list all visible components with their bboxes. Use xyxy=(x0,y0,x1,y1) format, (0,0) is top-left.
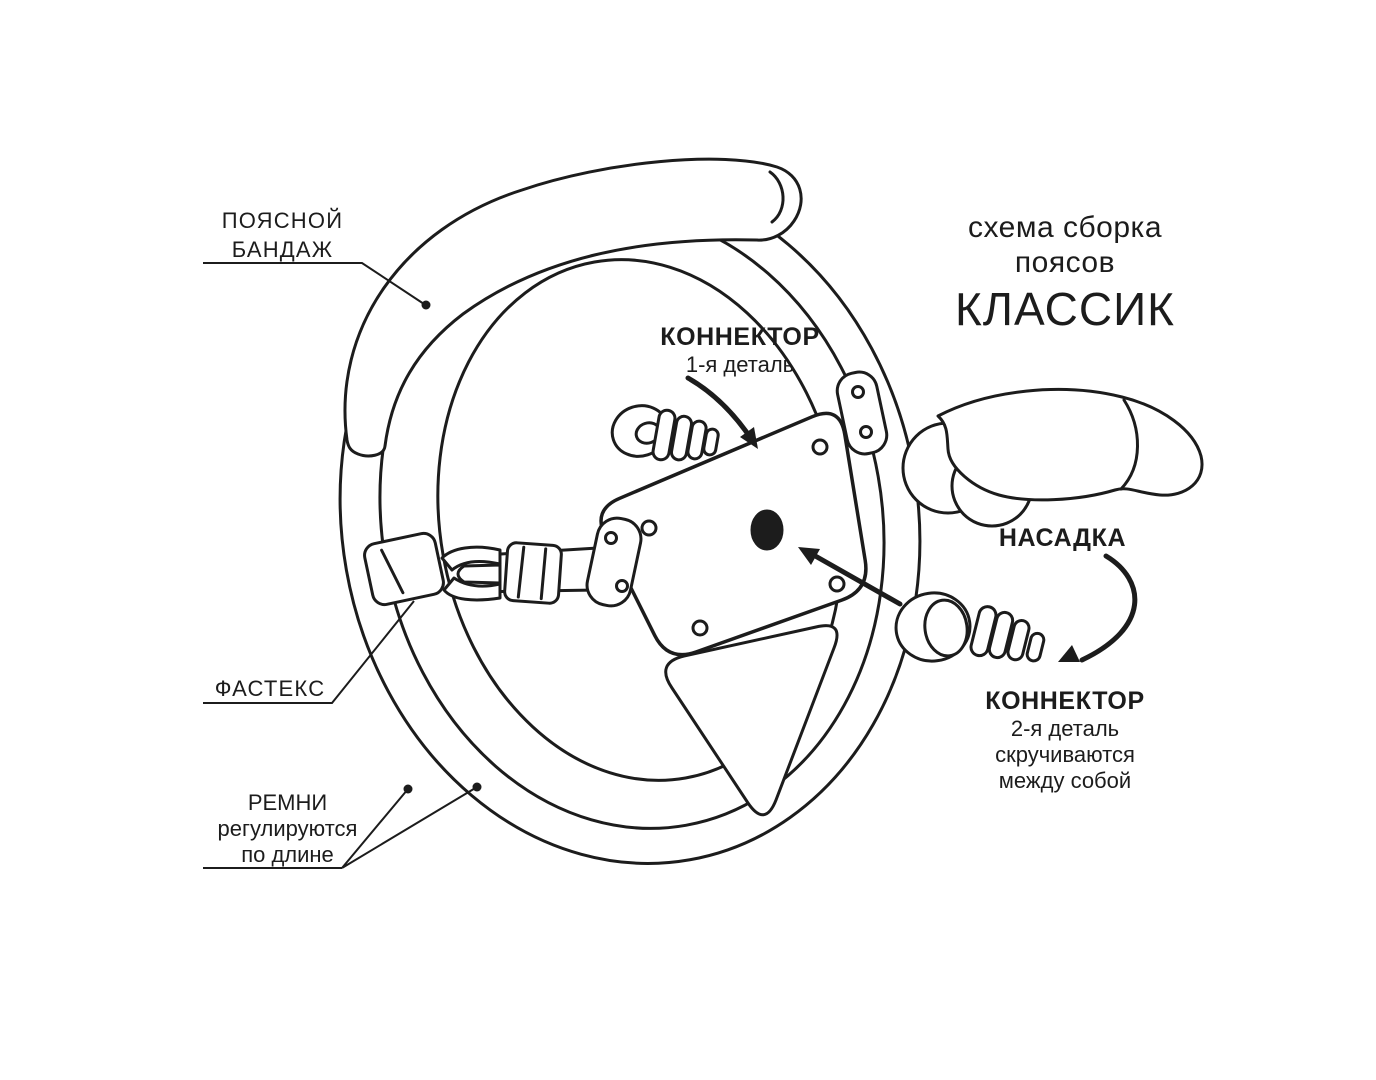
label-connector-2-note2: между собой xyxy=(998,768,1132,793)
fastex-buckle-prong xyxy=(442,576,502,602)
leader-dot xyxy=(421,300,431,310)
band-anchor-plate xyxy=(835,370,889,456)
label-connector-2-heading: КОННЕКТОР xyxy=(985,687,1145,715)
attachment-glans-line xyxy=(1119,398,1139,491)
connector2-boss xyxy=(923,598,969,658)
label-connector-1-detail: 1-я деталь xyxy=(685,352,795,377)
label-waist-band-line1: ПОЯСНОЙ xyxy=(221,208,344,233)
product-name: КЛАССИК xyxy=(955,283,1175,335)
label-connector-1: КОННЕКТОР 1-я деталь xyxy=(630,323,850,378)
label-straps-line1: РЕМНИ xyxy=(247,790,328,815)
connector2-thread xyxy=(987,610,1015,660)
connector1-thread xyxy=(702,427,720,457)
label-straps-line3: по длине xyxy=(241,842,334,867)
fastex-buckle-prong xyxy=(456,563,502,585)
waist-band-shape xyxy=(343,157,803,458)
label-straps: РЕМНИ регулируются по длине xyxy=(200,790,375,868)
label-attachment: НАСАДКА xyxy=(998,524,1127,552)
strap-slider-bars xyxy=(516,545,548,601)
arrowhead xyxy=(798,547,820,565)
attachment-shaft xyxy=(936,388,1204,502)
leader-fastex xyxy=(203,600,415,704)
arrow-connector2-to-hole xyxy=(807,550,903,607)
title-line-1: схема сборка xyxy=(967,211,1162,244)
leader-dot xyxy=(403,784,413,794)
leader-dot xyxy=(472,782,482,792)
arrowhead xyxy=(740,427,758,449)
connector2-thread xyxy=(1006,618,1031,662)
plate-hole xyxy=(640,519,658,537)
leader-straps xyxy=(203,786,478,869)
connector-socket-hole xyxy=(750,509,784,551)
strap-end xyxy=(363,531,445,607)
plate-mount-hole xyxy=(604,531,618,545)
diagram-title: схема сборка поясов КЛАССИК xyxy=(905,210,1225,334)
label-connector-2-note1: скручиваются xyxy=(995,742,1135,767)
arrowhead xyxy=(1058,645,1080,662)
waist-band-seam xyxy=(768,170,785,224)
label-waist-band-line2: БАНДАЖ xyxy=(231,237,334,262)
label-straps-line2: регулируются xyxy=(217,816,358,841)
leader-waist-band xyxy=(203,262,425,305)
label-waist-band: ПОЯСНОЙ БАНДАЖ xyxy=(200,206,365,264)
front-panel xyxy=(664,624,839,817)
plate-hole xyxy=(828,575,846,593)
strap-end-fold xyxy=(380,548,405,595)
plate-mount-hole xyxy=(615,579,629,593)
title-line-2: поясов xyxy=(1014,246,1116,279)
arrow-attachment-to-connector2 xyxy=(1079,553,1138,663)
plate-hole xyxy=(811,438,829,456)
label-fastex: ФАСТЕКС xyxy=(214,676,326,701)
plate-hole xyxy=(691,619,709,637)
band-anchor-hole xyxy=(859,425,873,439)
label-connector-2: КОННЕКТОР 2-я деталь скручиваются между … xyxy=(930,687,1200,794)
connector2-thread xyxy=(1025,631,1046,663)
fastex-buckle-prong xyxy=(440,545,502,572)
connector1-thread xyxy=(651,408,677,462)
label-connector-1-heading: КОННЕКТОР xyxy=(660,323,820,351)
band-anchor-hole xyxy=(851,385,865,399)
strap-slider xyxy=(503,541,563,605)
label-connector-2-detail: 2-я деталь xyxy=(1010,716,1120,741)
